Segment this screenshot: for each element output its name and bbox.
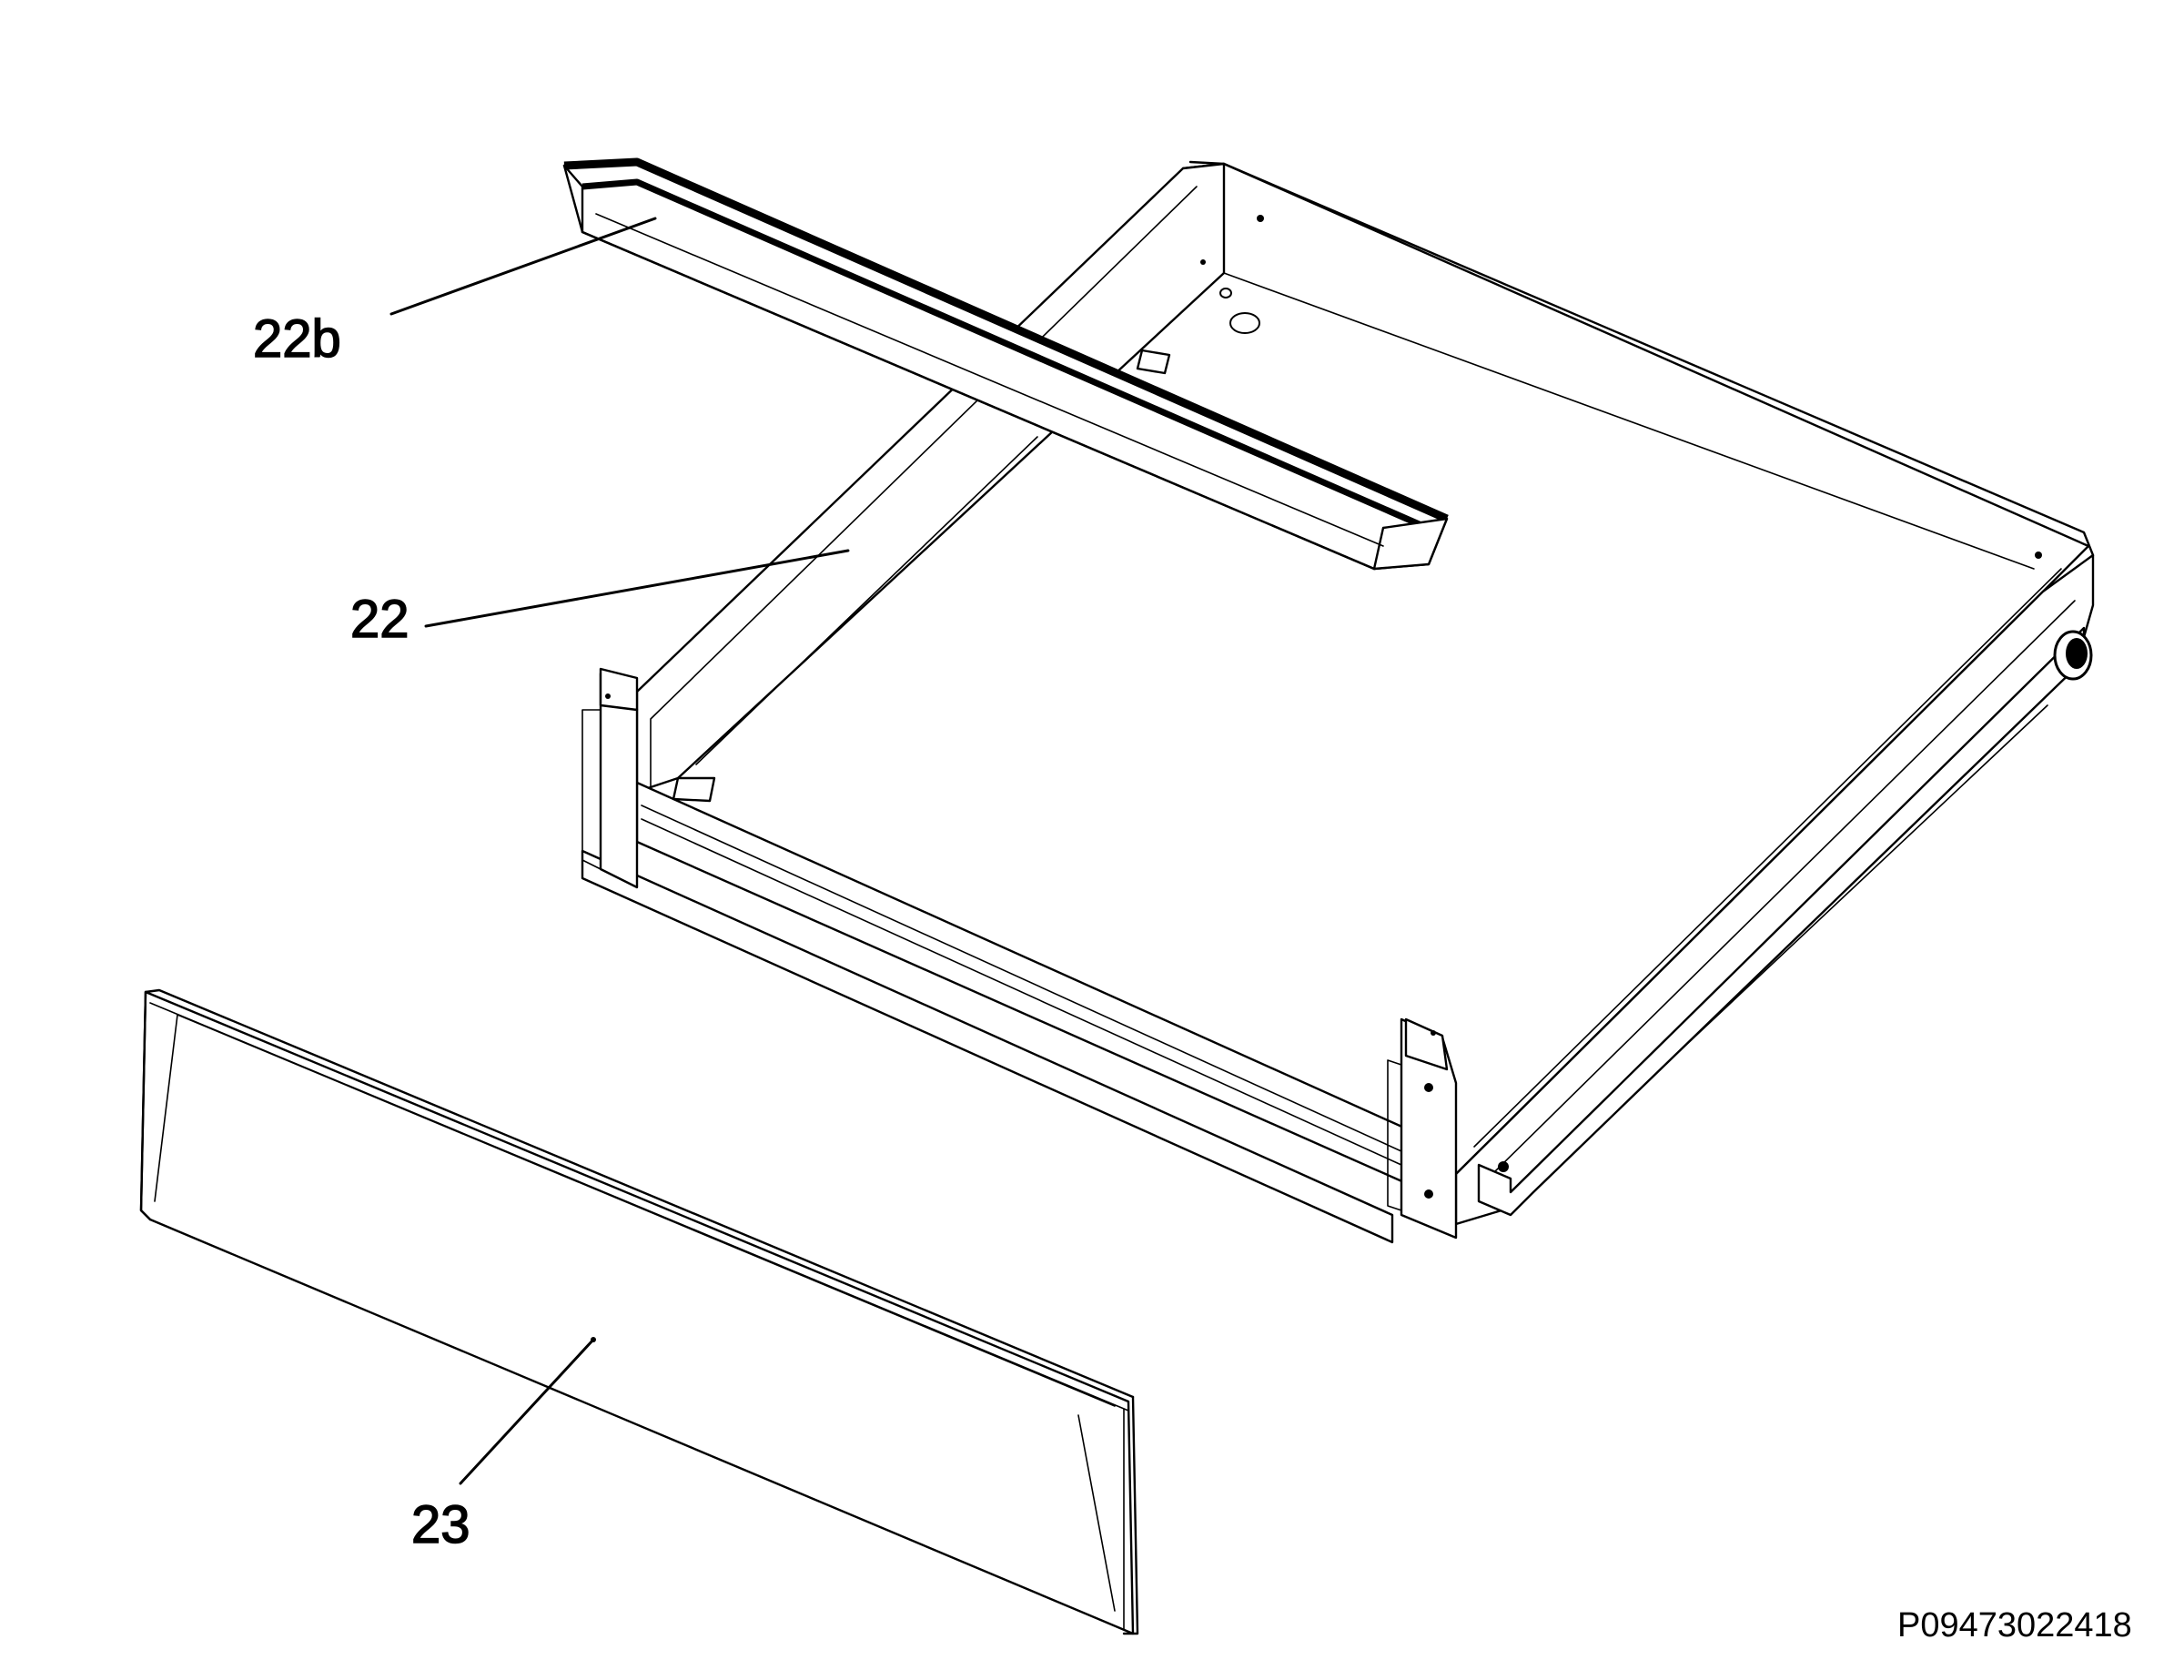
front-panel-right-side: [1122, 1395, 1139, 1635]
front-right-tab: [1404, 1017, 1449, 1071]
right-roller-wheel: [2053, 630, 2093, 681]
right-wall-line-1: [1473, 568, 2062, 1148]
screw-dot-7: [1431, 1030, 1436, 1036]
label-part-22: 22: [350, 590, 410, 649]
screw-dot-2: [1200, 259, 1206, 265]
leader-line-22b: [389, 217, 657, 316]
tray-right-wall: [1454, 553, 2095, 1226]
front-left-bracket-flap: [581, 709, 602, 870]
front-panel-top-lip-1: [144, 988, 1135, 1399]
front-right-bracket-flap: [1387, 1059, 1402, 1211]
front-panel-top-lip-3: [177, 1014, 1116, 1407]
front-panel-right-bevel: [1077, 1414, 1116, 1612]
handle-bar-bottom-edge: [581, 230, 1376, 571]
handle-bar-left-cap: [562, 164, 584, 234]
screw-dot-1: [1257, 215, 1264, 222]
handle-bar-inner-edge: [581, 178, 1440, 536]
leader-line-23: [459, 1338, 595, 1485]
floor-tab-left: [672, 776, 716, 803]
handle-bar-part-22b: [562, 157, 1449, 571]
label-part-23: 23: [411, 1495, 470, 1554]
reference-code: P09473022418: [1897, 1606, 2132, 1645]
front-rail-line-2: [641, 818, 1402, 1166]
front-rail-line-1: [641, 805, 1402, 1152]
tray-lower-front: [581, 849, 1394, 1244]
floor-tab-center: [1136, 349, 1171, 375]
front-panel-face: [139, 990, 1135, 1635]
screw-dot-4: [1424, 1083, 1433, 1092]
front-panel-left-side: [139, 990, 152, 1221]
handle-bar-right-cap: [1372, 517, 1449, 571]
right-wall-line-2: [1491, 600, 2076, 1175]
front-left-tab: [599, 667, 639, 712]
screw-dot-5: [1424, 1189, 1433, 1199]
front-panel-left-bevel: [154, 1014, 178, 1202]
handle-bar-top-edge: [563, 157, 1449, 523]
handle-bar-channel: [595, 213, 1384, 547]
back-wall-hole-small: [1219, 288, 1232, 299]
screw-dot-3: [2035, 552, 2042, 559]
leader-line-22: [424, 549, 850, 628]
label-part-22b: 22b: [253, 309, 341, 369]
screw-dot-6: [605, 693, 611, 699]
front-panel-part-23: [139, 988, 1139, 1635]
drawer-tray-part-22: [581, 160, 2095, 1244]
left-wall-floor-line: [695, 436, 1038, 765]
screw-dot-8: [1498, 1161, 1509, 1172]
back-wall-rim: [1188, 160, 2095, 557]
back-wall-hole: [1229, 312, 1260, 334]
